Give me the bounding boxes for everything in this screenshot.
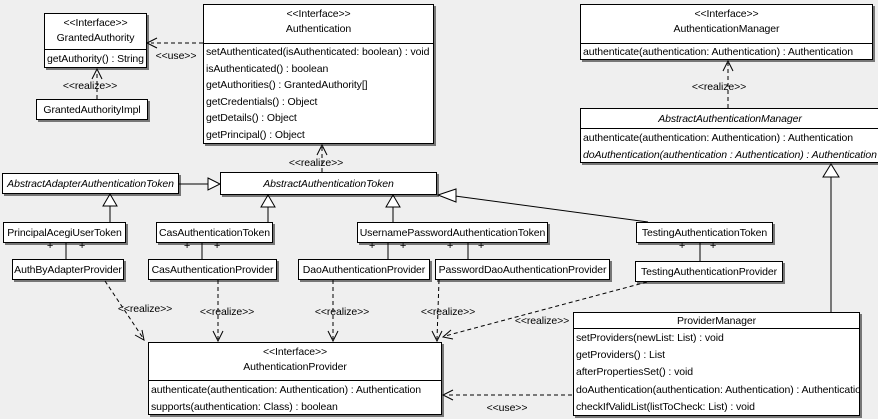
class-name: DaoAuthenticationProvider bbox=[302, 263, 426, 276]
multiplicity-plus: + bbox=[446, 240, 454, 252]
method: getAuthorities() : GrantedAuthority[] bbox=[206, 79, 368, 92]
method: getPrincipal() : Object bbox=[206, 128, 305, 141]
stereotype: <<Interface>> bbox=[262, 346, 328, 358]
class-name: PrincipalAcegiUserToken bbox=[7, 226, 122, 239]
class-name: GrantedAuthority bbox=[56, 32, 135, 44]
method: setProviders(newList: List) : void bbox=[576, 331, 724, 344]
class-principal-acegi-user-token: PrincipalAcegiUserToken bbox=[3, 222, 126, 243]
realize-abstract-manager-to-authentication-manager bbox=[722, 59, 734, 108]
method: authenticate(authentication: Authenticat… bbox=[583, 131, 854, 144]
class-granted-authority-impl: GrantedAuthorityImpl bbox=[36, 99, 148, 120]
generalization-principal-to-adapter-token bbox=[102, 193, 118, 222]
method: getDetails() : Object bbox=[206, 112, 297, 125]
class-password-dao-authentication-provider: PasswordDaoAuthenticationProvider bbox=[435, 259, 610, 280]
use-label: <<use>> bbox=[486, 402, 528, 414]
multiplicity-plus: + bbox=[368, 240, 376, 252]
class-auth-by-adapter-provider: AuthByAdapterProvider bbox=[12, 259, 124, 280]
realize-dao-to-authentication-provider bbox=[327, 280, 339, 343]
multiplicity-plus: + bbox=[709, 240, 717, 252]
stereotype: <<Interface>> bbox=[63, 17, 128, 29]
method: isAuthenticated() : boolean bbox=[206, 62, 329, 75]
use-label: <<use>> bbox=[155, 50, 197, 62]
method: doAuthentication(authentication: Authent… bbox=[576, 383, 859, 396]
realize-testing-to-authentication-provider bbox=[441, 281, 648, 340]
class-name: ProviderManager bbox=[676, 314, 757, 327]
class-name: TestingAuthenticationToken bbox=[641, 226, 768, 239]
method: getAuthority() : String bbox=[47, 53, 144, 65]
method: getProviders() : List bbox=[576, 349, 665, 362]
use-authentication-to-granted-authority bbox=[145, 37, 203, 49]
class-username-password-authentication-token: UsernamePasswordAuthenticationToken bbox=[357, 222, 548, 243]
class-abstract-authentication-token: AbstractAuthenticationToken bbox=[220, 172, 437, 195]
class-name: CasAuthenticationToken bbox=[158, 226, 271, 239]
realize-passworddao-to-authentication-provider bbox=[431, 279, 443, 343]
class-name: AbstractAuthenticationToken bbox=[263, 177, 394, 190]
class-authentication-manager: <<Interface>> AuthenticationManager auth… bbox=[580, 4, 873, 60]
class-name: GrantedAuthorityImpl bbox=[43, 103, 141, 116]
method: getCredentials() : Object bbox=[206, 95, 318, 108]
realize-label: <<realize>> bbox=[199, 306, 255, 318]
realize-cas-to-authentication-provider bbox=[212, 280, 224, 343]
class-name: AuthenticationProvider bbox=[243, 361, 347, 373]
stereotype: <<Interface>> bbox=[286, 8, 351, 20]
class-name: CasAuthenticationProvider bbox=[151, 263, 274, 276]
realize-label: <<realize>> bbox=[691, 81, 747, 93]
class-provider-manager: ProviderManager setProviders(newList: Li… bbox=[573, 312, 860, 416]
realize-abstract-token-to-authentication bbox=[316, 143, 328, 172]
multiplicity-plus: + bbox=[678, 240, 686, 252]
class-testing-authentication-provider: TestingAuthenticationProvider bbox=[635, 261, 783, 282]
generalization-testing-token-to-abstract-token bbox=[436, 188, 649, 223]
realize-label: <<realize>> bbox=[288, 157, 344, 169]
multiplicity-plus: + bbox=[46, 240, 54, 252]
class-abstract-authentication-manager: AbstractAuthenticationManager authentica… bbox=[580, 108, 878, 163]
realize-label: <<realize>> bbox=[420, 306, 476, 318]
class-name: AuthByAdapterProvider bbox=[14, 263, 122, 276]
method: supports(authentication: Class) : boolea… bbox=[151, 400, 338, 413]
realize-label: <<realize>> bbox=[314, 306, 370, 318]
method: authenticate(authentication: Authenticat… bbox=[151, 383, 422, 396]
method: checkIfValidList(listToCheck: List) : vo… bbox=[576, 401, 755, 414]
stereotype: <<Interface>> bbox=[694, 8, 759, 20]
generalization-usernamepassword-to-abstract-token bbox=[385, 194, 401, 222]
class-abstract-adapter-authentication-token: AbstractAdapterAuthenticationToken bbox=[2, 173, 179, 194]
class-cas-authentication-token: CasAuthenticationToken bbox=[156, 222, 273, 243]
generalization-adapter-token-to-abstract-token bbox=[179, 177, 222, 191]
realize-impl-to-granted-authority bbox=[91, 67, 103, 99]
multiplicity-plus: + bbox=[399, 240, 407, 252]
multiplicity-plus: + bbox=[183, 240, 191, 252]
method: afterPropertiesSet() : void bbox=[576, 366, 693, 379]
class-authentication: <<Interface>> Authentication setAuthenti… bbox=[203, 4, 434, 144]
realize-label: <<realize>> bbox=[117, 303, 173, 315]
generalization-provider-manager-to-abstract-manager bbox=[822, 163, 840, 312]
realize-label: <<realize>> bbox=[514, 315, 570, 327]
method-abstract: doAuthentication(authentication : Authen… bbox=[583, 148, 877, 161]
class-granted-authority: <<Interface>> GrantedAuthority getAuthor… bbox=[44, 13, 147, 68]
class-testing-authentication-token: TestingAuthenticationToken bbox=[636, 222, 773, 243]
class-name: UsernamePasswordAuthenticationToken bbox=[359, 226, 546, 239]
multiplicity-plus: + bbox=[477, 240, 485, 252]
class-name: TestingAuthenticationProvider bbox=[640, 265, 777, 278]
method: authenticate(authentication: Authenticat… bbox=[583, 46, 854, 58]
class-name: Authentication bbox=[285, 23, 352, 35]
class-cas-authentication-provider: CasAuthenticationProvider bbox=[148, 259, 277, 280]
class-authentication-provider: <<Interface>> AuthenticationProvider aut… bbox=[148, 342, 442, 415]
class-name: AuthenticationManager bbox=[673, 23, 780, 35]
class-name: PasswordDaoAuthenticationProvider bbox=[438, 263, 607, 276]
multiplicity-plus: + bbox=[78, 240, 86, 252]
realize-authbyadapter-to-authentication-provider bbox=[104, 280, 145, 341]
realize-label: <<realize>> bbox=[62, 80, 118, 92]
use-provider-manager-to-authentication-provider bbox=[441, 389, 572, 401]
class-name: AbstractAuthenticationManager bbox=[658, 112, 802, 125]
class-name: AbstractAdapterAuthenticationToken bbox=[7, 177, 174, 190]
multiplicity-plus: + bbox=[213, 240, 221, 252]
method: setAuthenticated(isAuthenticated: boolea… bbox=[206, 46, 430, 59]
class-dao-authentication-provider: DaoAuthenticationProvider bbox=[298, 259, 430, 280]
generalization-cas-token-to-abstract-token bbox=[260, 194, 276, 222]
